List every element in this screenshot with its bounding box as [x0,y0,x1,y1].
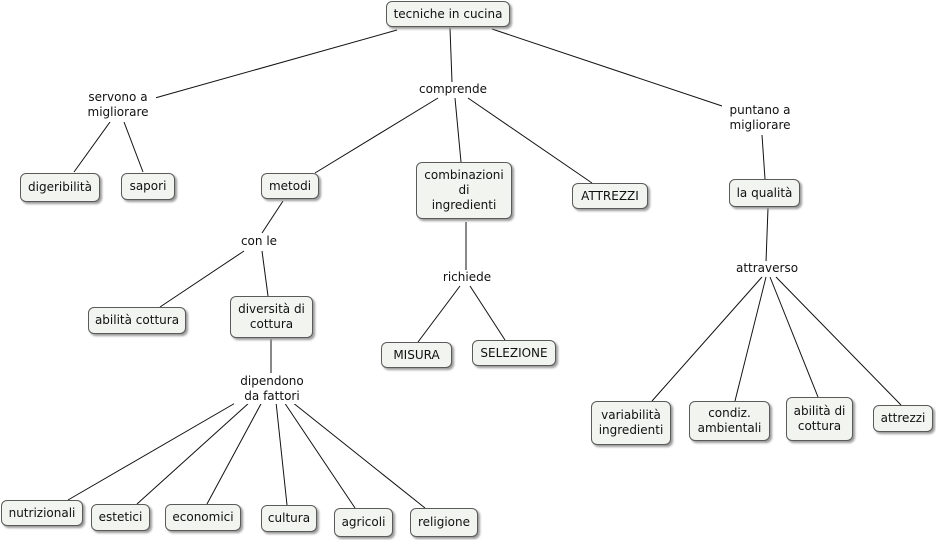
concept-digeribilita[interactable]: digeribilità [20,173,100,202]
concept-tecniche-in-cucina[interactable]: tecniche in cucina [386,1,510,27]
concept-la-qualita[interactable]: la qualità [729,179,800,207]
concept-economici[interactable]: economici [165,504,241,531]
concept-agricoli[interactable]: agricoli [334,508,393,537]
concept-variabilita-ingredienti[interactable]: variabilità ingredienti [591,401,671,445]
concept-condiz-ambientali[interactable]: condiz. ambientali [689,401,770,441]
concept-nutrizionali[interactable]: nutrizionali [1,500,83,526]
link-attraverso: attraverso [733,261,801,276]
concept-misura[interactable]: MISURA [381,342,452,368]
link-dipendono-da-fattori: dipendono da fattori [234,374,310,404]
link-comprende: comprende [414,82,492,97]
link-servono-a-migliorare: servono a migliorare [80,90,156,120]
concept-sapori[interactable]: sapori [121,173,175,200]
concept-cultura[interactable]: cultura [261,505,317,532]
link-richiede: richiede [438,270,496,285]
concept-abilita-di-cottura[interactable]: abilità di cottura [786,397,853,441]
concept-attrezzi[interactable]: attrezzi [873,405,933,432]
link-con-le: con le [236,234,282,249]
concept-religione[interactable]: religione [410,508,478,537]
concept-attrezzi-caps[interactable]: ATTREZZI [572,183,648,209]
concept-abilita-cottura[interactable]: abilità cottura [88,307,186,334]
concept-selezione[interactable]: SELEZIONE [472,340,556,366]
concept-metodi[interactable]: metodi [261,173,319,199]
concept-estetici[interactable]: estetici [91,504,150,531]
concept-combinazioni-di-ingredienti[interactable]: combinazioni di ingredienti [416,162,512,219]
concept-diversita-di-cottura[interactable]: diversità di cottura [230,296,313,338]
link-puntano-a-migliorare: puntano a migliorare [722,103,798,133]
